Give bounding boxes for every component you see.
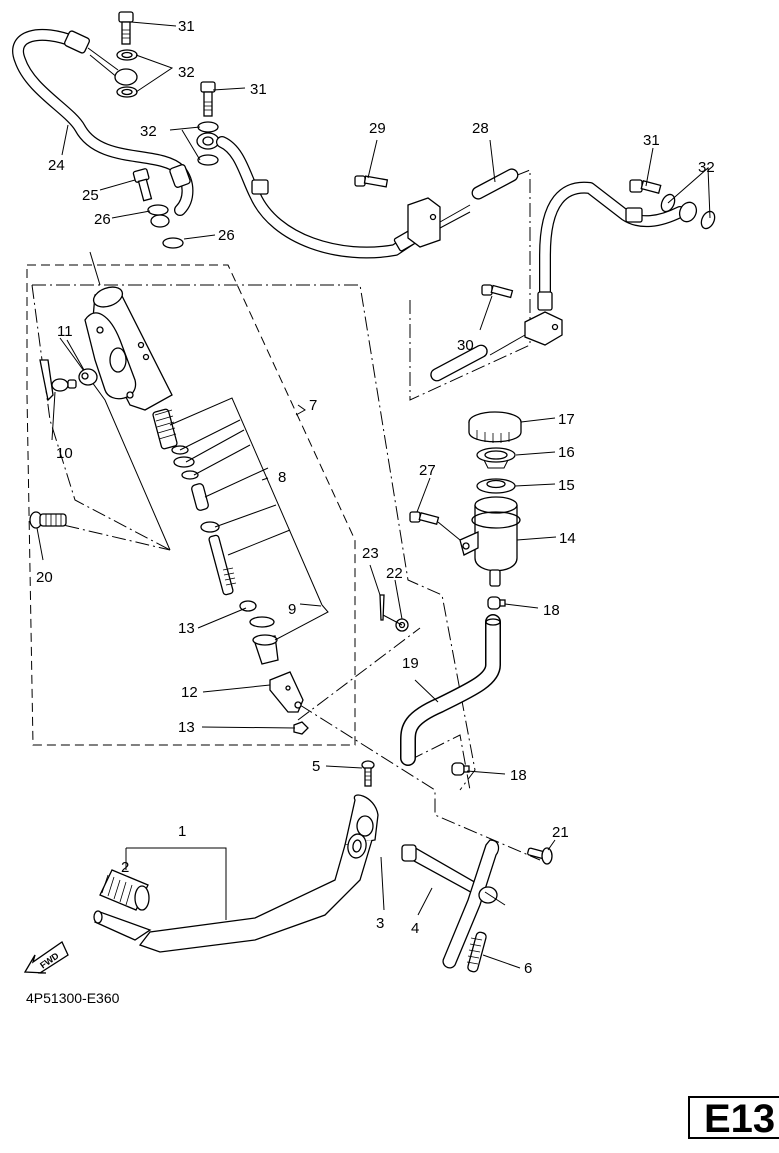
callout-18: 18	[510, 767, 527, 784]
callout-1: 1	[178, 823, 186, 840]
callout-29: 29	[369, 120, 386, 137]
bolt-27	[409, 511, 461, 541]
callout-31: 31	[250, 81, 267, 98]
washer-3	[347, 833, 367, 859]
master-cylinder-kit-8	[152, 397, 323, 606]
copper-washers-32c	[660, 193, 716, 230]
callout-labels: 31 32 31 32 24 25 26 26 29 28 31 32 30 1…	[36, 18, 715, 977]
callout-32: 32	[140, 123, 157, 140]
master-cylinder-group-outline	[26, 264, 356, 746]
callout-26: 26	[94, 211, 111, 228]
cotter-pin-23	[379, 594, 385, 621]
callout-26: 26	[218, 227, 235, 244]
bolt-20	[29, 511, 67, 529]
pedal-shaft-4	[401, 839, 506, 969]
diaphragm-plate-15	[476, 478, 516, 494]
callout-20: 20	[36, 569, 53, 586]
callout-6: 6	[524, 960, 532, 977]
callout-13: 13	[178, 719, 195, 736]
drawing-code: 4P51300-E360	[26, 990, 120, 1006]
callout-31: 31	[178, 18, 195, 35]
callout-28: 28	[472, 120, 489, 137]
callout-14: 14	[559, 530, 576, 547]
master-cylinder-body	[84, 286, 173, 411]
callout-3: 3	[376, 915, 384, 932]
callout-13: 13	[178, 620, 195, 637]
callout-10: 10	[56, 445, 73, 462]
callout-12: 12	[181, 684, 198, 701]
diaphragm-16	[476, 447, 516, 469]
hose-clamp-18a	[487, 596, 506, 610]
callout-2: 2	[121, 859, 129, 876]
seal-kit-9	[239, 600, 329, 665]
callout-22: 22	[386, 565, 403, 582]
brake-pedal-1	[93, 794, 379, 953]
nut-13	[293, 721, 309, 735]
union-bolt-25	[132, 168, 153, 202]
callout-17: 17	[558, 411, 575, 428]
hose-clamp-18b	[451, 762, 470, 776]
brake-hose-right	[537, 181, 686, 311]
callout-24: 24	[48, 157, 65, 174]
union-bolt-31a	[118, 11, 134, 45]
callout-27: 27	[419, 462, 436, 479]
pin-21	[527, 847, 553, 865]
washer-22	[382, 614, 409, 632]
bolt-5	[361, 760, 375, 787]
bolt-30	[481, 284, 514, 299]
switch-block-28	[407, 168, 519, 248]
callout-8: 8	[278, 469, 286, 486]
union-bolt-31b	[200, 81, 216, 117]
page-label-box: E13	[688, 1096, 779, 1141]
copper-washers-32b	[196, 121, 220, 166]
page-label: E13	[704, 1097, 776, 1141]
bleed-fitting-10	[39, 359, 77, 402]
union-11	[78, 368, 98, 386]
spring-6	[466, 931, 487, 973]
callout-5: 5	[312, 758, 320, 775]
callout-32: 32	[698, 159, 715, 176]
reservoir-tank-14	[459, 496, 521, 587]
callout-19: 19	[402, 655, 419, 672]
reference-lines	[31, 169, 541, 861]
callout-9: 9	[288, 601, 296, 618]
callout-25: 25	[82, 187, 99, 204]
leader-lines	[36, 21, 711, 969]
bolt-29	[354, 175, 389, 188]
callout-7: 7	[309, 397, 317, 414]
union-bolt-31c	[629, 179, 662, 194]
footrest-rubber-2	[99, 869, 150, 911]
callout-15: 15	[558, 477, 575, 494]
brake-hose-middle	[216, 136, 417, 259]
callout-21: 21	[552, 824, 569, 841]
callout-4: 4	[411, 920, 419, 937]
copper-washers-26	[147, 204, 184, 249]
clevis-12	[269, 671, 304, 713]
brake-hose-24	[12, 28, 194, 228]
callout-30: 30	[457, 337, 474, 354]
callout-16: 16	[558, 444, 575, 461]
callout-18: 18	[543, 602, 560, 619]
switch-block-30	[430, 311, 563, 382]
callout-31: 31	[643, 132, 660, 149]
callout-32: 32	[178, 64, 195, 81]
reservoir-hose-19	[400, 614, 501, 766]
callout-11: 11	[57, 323, 73, 340]
forward-direction-arrow: FWD	[23, 941, 69, 974]
reservoir-cap-17	[468, 411, 522, 443]
callout-23: 23	[362, 545, 379, 562]
